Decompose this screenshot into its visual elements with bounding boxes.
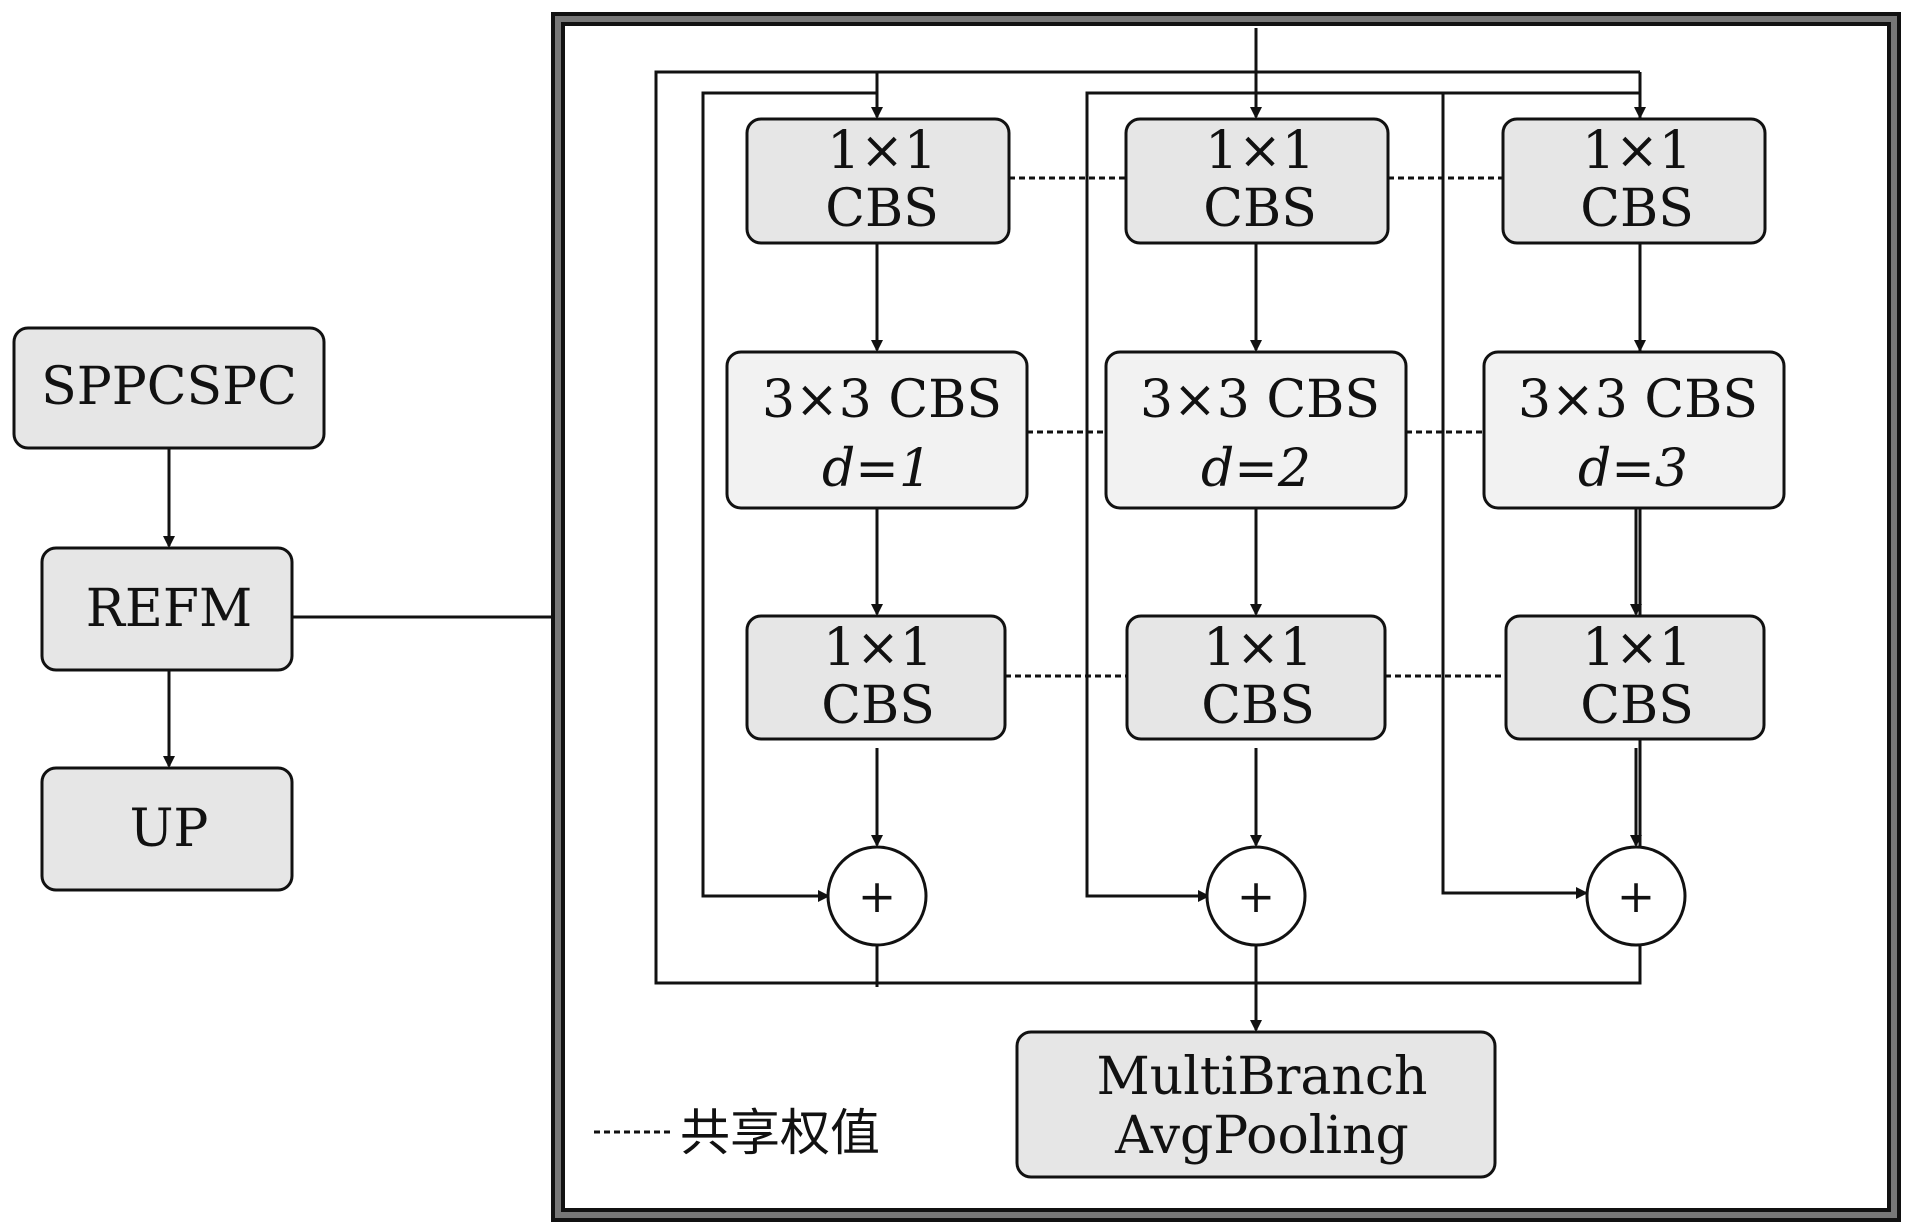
branch-1-add-symbol: + <box>858 869 897 923</box>
up-box <box>40 766 294 892</box>
branch-1-conv2-size: 1×1 <box>823 618 933 678</box>
branch-2-add-node <box>1205 845 1307 947</box>
up-label: UP <box>130 799 209 859</box>
branch-3-conv1-size: 1×1 <box>1582 121 1692 181</box>
branch-3: 1×1 CBS 3×3 CBS d=3 1×1 CBS + <box>1482 117 1786 947</box>
shared-weight-links <box>1005 176 1506 678</box>
refm-detail-frame <box>551 12 1901 1222</box>
pooling-box <box>1015 1030 1497 1179</box>
branch-1-dilated-label: 3×3 CBS <box>762 370 1002 430</box>
branch-2-conv2-size: 1×1 <box>1203 618 1313 678</box>
branch-1-conv1-size: 1×1 <box>827 121 937 181</box>
sppcspc-label: SPPCSPC <box>41 357 297 417</box>
legend-label: 共享权值 <box>680 1104 880 1162</box>
branch-1-conv2-label: CBS <box>821 676 935 736</box>
legend: 共享权值 <box>594 1104 880 1162</box>
branch-2-conv1-label: CBS <box>1203 179 1317 239</box>
branch-2-dilation-rate: d=2 <box>1201 439 1311 499</box>
pooling-label-line2: AvgPooling <box>1114 1106 1409 1166</box>
branch-3-add-symbol: + <box>1617 869 1656 923</box>
branch-1-add-node <box>826 845 928 947</box>
branch-1-conv1-label: CBS <box>825 179 939 239</box>
branch-2-dilated-label: 3×3 CBS <box>1140 370 1380 430</box>
branch-3-dilation-rate: d=3 <box>1578 439 1688 499</box>
branch-2-add-symbol: + <box>1237 869 1276 923</box>
branch-3-dilated-label: 3×3 CBS <box>1518 370 1758 430</box>
pooling-label-line1: MultiBranch <box>1096 1047 1427 1107</box>
branch-2-conv1-size: 1×1 <box>1205 121 1315 181</box>
branch-3-conv1-label: CBS <box>1580 179 1694 239</box>
left-chain: SPPCSPC REFM UP <box>12 326 552 892</box>
branch-1: 1×1 CBS 3×3 CBS d=1 1×1 CBS + <box>725 117 1029 947</box>
branch-3-conv1-box <box>1501 117 1767 245</box>
branch-2-conv2-label: CBS <box>1201 676 1315 736</box>
branch-3-dilated-box <box>1482 350 1786 510</box>
branch-2: 1×1 CBS 3×3 CBS d=2 1×1 CBS + <box>1104 117 1408 947</box>
branch-3-conv2-size: 1×1 <box>1582 618 1692 678</box>
refm-box <box>40 546 294 672</box>
branch-3-add-node <box>1585 845 1687 947</box>
branch-3-conv2-label: CBS <box>1580 676 1694 736</box>
branch-1-dilation-rate: d=1 <box>822 439 932 499</box>
refm-label: REFM <box>86 579 252 639</box>
